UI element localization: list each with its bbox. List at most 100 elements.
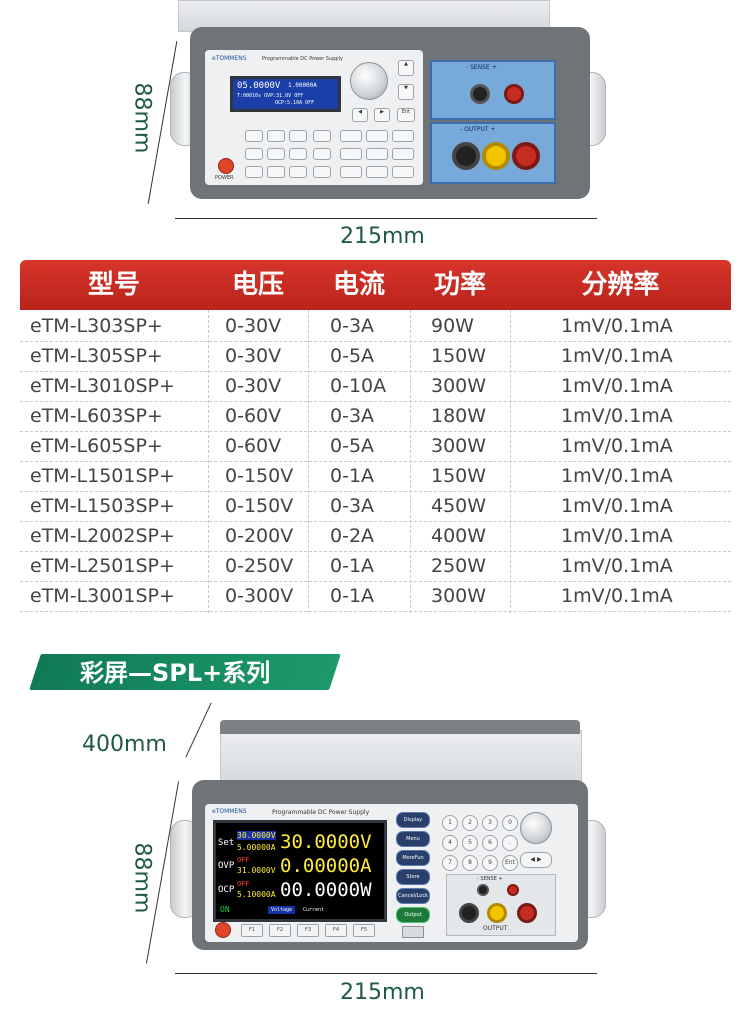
sense-plus-terminal[interactable] (504, 84, 524, 104)
right-arrow-button[interactable]: ▶ (374, 108, 390, 122)
table-row: eTM-L3001SP+ 0-300V 0-1A 300W 1mV/0.1mA (20, 581, 731, 612)
num-key[interactable]: 5 (462, 835, 478, 851)
key-7[interactable] (245, 166, 263, 178)
num-key[interactable]: 2 (462, 815, 478, 831)
key-dot[interactable] (313, 148, 331, 160)
num-key[interactable]: 7 (442, 855, 458, 871)
num-key[interactable]: 0 (502, 815, 518, 831)
cancel-lock-button[interactable]: Cancel/Lock (396, 888, 430, 904)
menu-button[interactable]: Menu (396, 831, 430, 847)
sense-plus-terminal[interactable] (507, 884, 519, 896)
output-plus-terminal[interactable] (512, 142, 540, 170)
key-iset[interactable] (366, 130, 388, 142)
cell-resolution: 1mV/0.1mA (561, 345, 673, 367)
f2-key[interactable]: F2 (269, 924, 291, 937)
num-key[interactable]: Ent (502, 855, 518, 871)
tab-current[interactable]: Current (303, 907, 325, 913)
cell-voltage: 0-30V (225, 375, 282, 397)
set-current: 5.00000A (237, 843, 276, 852)
power-button[interactable] (218, 158, 234, 174)
lcd-current: 1.00000A (288, 82, 317, 89)
ground-terminal[interactable] (482, 142, 510, 170)
display-button[interactable]: Display (396, 812, 430, 828)
usb-port[interactable] (402, 926, 424, 938)
enter-button[interactable]: Ent (397, 108, 415, 122)
num-key[interactable]: 3 (482, 815, 498, 831)
brand-logo: eTOMMENS (212, 55, 247, 62)
output-button[interactable]: Output (396, 907, 430, 923)
num-key[interactable]: 6 (482, 835, 498, 851)
key-shift[interactable] (340, 166, 362, 178)
output-label: - OUTPUT + (460, 126, 496, 133)
table-row: eTM-L3010SP+ 0-30V 0-10A 300W 1mV/0.1mA (20, 371, 731, 402)
cell-voltage: 0-150V (225, 495, 294, 517)
key-6[interactable] (289, 148, 307, 160)
num-key[interactable]: 1 (442, 815, 458, 831)
key-2[interactable] (267, 130, 285, 142)
header-model: 型号 (87, 270, 140, 300)
cell-resolution: 1mV/0.1mA (561, 585, 673, 607)
front-panel (205, 50, 423, 185)
key-vset[interactable] (392, 130, 414, 142)
key-menu[interactable] (340, 130, 362, 142)
cell-current: 0-3A (330, 315, 375, 337)
cell-power: 180W (431, 405, 487, 427)
key-3[interactable] (289, 130, 307, 142)
big-current: 0.00000A (280, 855, 372, 877)
output-minus-terminal[interactable] (459, 903, 479, 923)
num-key[interactable]: 4 (442, 835, 458, 851)
f3-key[interactable]: F3 (297, 924, 319, 937)
cell-voltage: 0-300V (225, 585, 294, 607)
ovp-value: 31.0000V (237, 866, 276, 875)
key-4[interactable] (245, 148, 263, 160)
f4-key[interactable]: F4 (325, 924, 347, 937)
output-minus-terminal[interactable] (452, 142, 480, 170)
header-voltage: 电压 (231, 270, 284, 300)
sense-minus-terminal[interactable] (470, 84, 490, 104)
table-row: eTM-L1501SP+ 0-150V 0-1A 150W 1mV/0.1mA (20, 461, 731, 492)
cell-model: eTM-L3010SP+ (30, 375, 175, 397)
bottom-width-dimension: 215mm (340, 980, 425, 1005)
rotary-knob[interactable] (520, 812, 552, 844)
cell-model: eTM-L605SP+ (30, 435, 163, 457)
key-on-off[interactable] (392, 166, 414, 178)
cell-current: 0-3A (330, 405, 375, 427)
ground-terminal[interactable] (487, 903, 507, 923)
num-key[interactable]: . (502, 835, 518, 851)
morefun-button[interactable]: MoreFun (396, 850, 430, 866)
down-arrow-button[interactable]: ▼ (398, 84, 414, 100)
rotary-knob[interactable] (350, 62, 388, 100)
f1-key[interactable]: F1 (241, 924, 263, 937)
key-9[interactable] (289, 166, 307, 178)
cell-power: 150W (431, 465, 487, 487)
up-arrow-button[interactable]: ▲ (398, 60, 414, 76)
key-list[interactable] (340, 148, 362, 160)
key-0[interactable] (313, 166, 331, 178)
table-row: eTM-L1503SP+ 0-150V 0-3A 450W 1mV/0.1mA (20, 491, 731, 522)
cell-current: 0-5A (330, 345, 375, 367)
column-divider (410, 310, 411, 613)
left-right-arrow-button[interactable]: ◀ ▶ (520, 852, 552, 868)
cell-model: eTM-L303SP+ (30, 315, 163, 337)
big-power: 00.0000W (280, 879, 372, 901)
key-ovp[interactable] (392, 148, 414, 160)
left-arrow-button[interactable]: ◀ (352, 108, 368, 122)
key-lock[interactable] (366, 166, 388, 178)
series-banner-text: 彩屏—SPL+系列 (80, 659, 271, 687)
tab-voltage[interactable]: Voltage (268, 906, 296, 914)
key-1[interactable] (245, 130, 263, 142)
cell-resolution: 1mV/0.1mA (561, 375, 673, 397)
power-button[interactable] (215, 922, 231, 938)
key-ocp[interactable] (366, 148, 388, 160)
num-key[interactable]: 8 (462, 855, 478, 871)
cell-power: 90W (431, 315, 474, 337)
store-button[interactable]: Store (396, 869, 430, 885)
key-8[interactable] (267, 166, 285, 178)
device-top-cover (178, 0, 550, 32)
output-plus-terminal[interactable] (517, 903, 537, 923)
sense-minus-terminal[interactable] (477, 884, 489, 896)
key-5[interactable] (267, 148, 285, 160)
f5-key[interactable]: F5 (353, 924, 375, 937)
num-key[interactable]: 9 (482, 855, 498, 871)
key-clear[interactable] (313, 130, 331, 142)
